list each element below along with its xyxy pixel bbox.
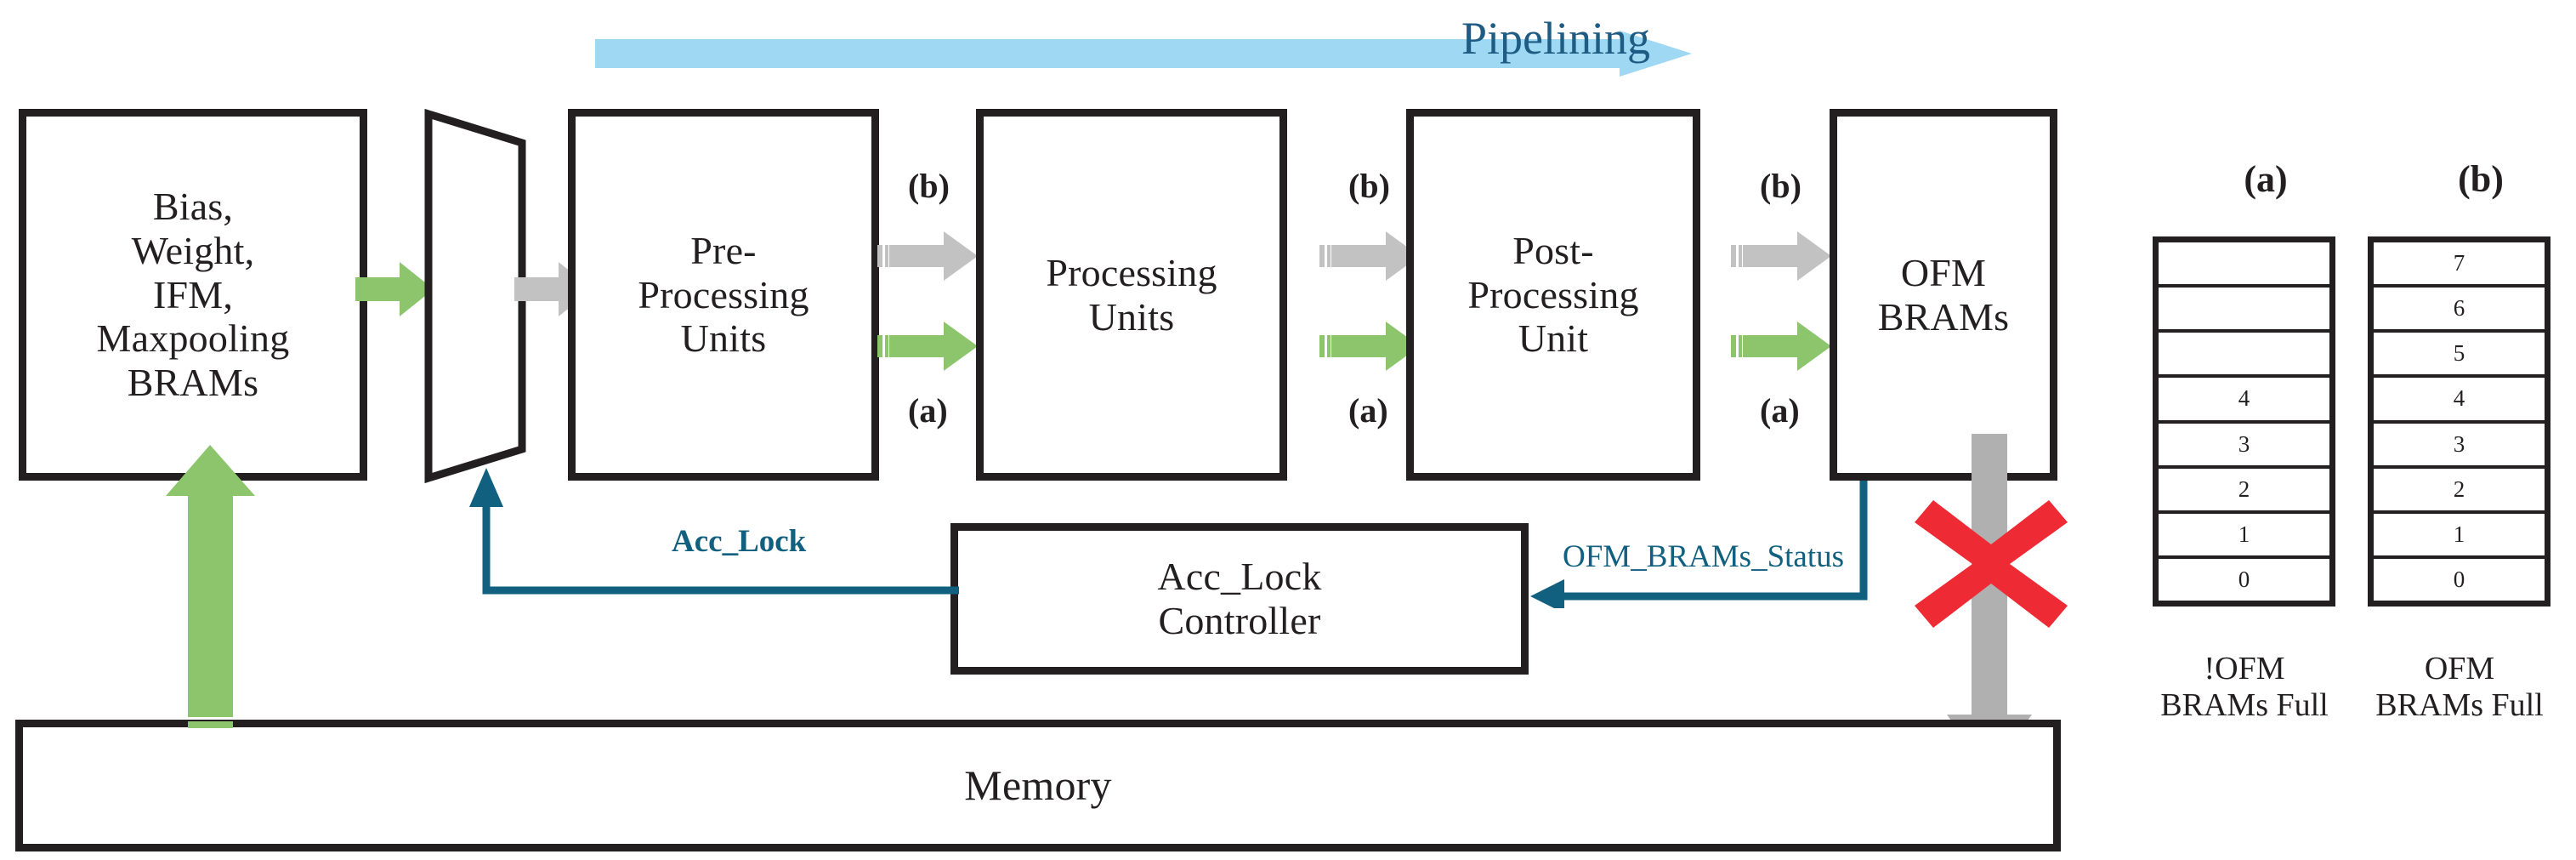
acc-lock-controller-line-1: Acc_Lock (1157, 555, 1322, 599)
table-a-caption-line-1: !OFM (2204, 651, 2285, 686)
table-a-cell-7: 0 (2238, 566, 2250, 592)
input-brams-line-5: BRAMs (127, 361, 259, 405)
input-brams-line-4: Maxpooling (96, 316, 290, 361)
ofm-brams-line-1: OFM (1900, 250, 1987, 294)
input-brams-line-3: IFM, (152, 272, 234, 316)
table-a-caption: !OFM BRAMs Full (2117, 651, 2372, 723)
signal-wire-acc-lock (466, 449, 959, 607)
block-pre-processing: Pre- Processing Units (568, 109, 879, 481)
block-acc-lock-controller-label: Acc_Lock Controller (1152, 555, 1326, 643)
block-memory: Memory (15, 720, 2061, 851)
table-a-cell-4: 3 (2159, 424, 2329, 469)
signal-label-acc-lock: Acc_Lock (672, 524, 807, 559)
processing-line-1: Processing (1046, 250, 1217, 294)
gray-arrow-proc-to-post (1319, 231, 1420, 285)
gray-arrow-ofm-to-memory (1947, 434, 2032, 778)
block-ofm-brams-label: OFM BRAMs (1873, 251, 2014, 339)
table-b-cell-4: 3 (2374, 424, 2545, 469)
green-arrow-brams-to-mux (355, 262, 434, 321)
table-a-cell-0 (2159, 242, 2329, 288)
table-a-cell-5: 2 (2159, 469, 2329, 514)
signal-wire-ofm-brams-status (1527, 481, 1870, 613)
block-input-brams: Bias, Weight, IFM, Maxpooling BRAMs (19, 109, 367, 481)
post-processing-line-2: Processing (1467, 272, 1639, 316)
tag-b-gap-3: (b) (1760, 167, 1801, 205)
block-mux (420, 107, 532, 489)
table-b-cell-0: 7 (2374, 242, 2545, 288)
table-a-cell-3: 4 (2159, 378, 2329, 424)
block-post-processing-label: Post- Processing Unit (1462, 229, 1643, 362)
block-acc-lock-controller: Acc_Lock Controller (950, 523, 1529, 675)
table-b-cell-5: 2 (2374, 469, 2545, 514)
table-b-cell-1: 6 (2374, 288, 2545, 333)
gray-arrow-pre-to-proc (877, 231, 978, 285)
input-brams-line-2: Weight, (131, 228, 255, 272)
post-processing-line-3: Unit (1518, 316, 1589, 361)
table-b-cell-7: 0 (2453, 566, 2465, 592)
block-processing: Processing Units (976, 109, 1287, 481)
block-input-brams-label: Bias, Weight, IFM, Maxpooling BRAMs (92, 185, 295, 406)
block-ofm-brams: OFM BRAMs (1830, 109, 2057, 481)
table-a-caption-line-2: BRAMs Full (2160, 686, 2329, 723)
acc-lock-controller-line-2: Controller (1158, 599, 1321, 642)
table-a-cell-2 (2159, 333, 2329, 379)
table-b: 7 6 5 4 3 2 1 0 (2368, 236, 2550, 607)
tag-b-gap-1: (b) (908, 167, 950, 205)
table-a: 4 3 2 1 0 (2153, 236, 2335, 607)
table-b-header: (b) (2458, 158, 2504, 200)
table-b-cell-6: 1 (2374, 514, 2545, 559)
green-arrow-proc-to-post (1319, 322, 1420, 375)
table-a-header: (a) (2244, 158, 2288, 200)
processing-line-2: Units (1088, 294, 1175, 339)
red-cross-icon (1915, 500, 2068, 632)
table-a-cell-1 (2159, 288, 2329, 333)
block-pre-processing-label: Pre- Processing Units (633, 229, 814, 362)
table-a-cell-6: 1 (2159, 514, 2329, 559)
pre-processing-line-2: Processing (638, 272, 809, 316)
table-b-caption: OFM BRAMs Full (2332, 651, 2576, 723)
table-b-cell-2: 5 (2374, 333, 2545, 379)
green-arrow-memory-to-brams (166, 445, 255, 732)
signal-label-ofm-brams-status: OFM_BRAMs_Status (1563, 539, 1845, 574)
tag-a-gap-1: (a) (908, 391, 948, 430)
table-b-caption-line-2: BRAMs Full (2375, 686, 2544, 723)
green-arrow-post-to-ofm (1731, 322, 1831, 375)
pipelining-label: Pipelining (1461, 13, 1650, 64)
tag-b-gap-2: (b) (1348, 167, 1390, 205)
pre-processing-line-3: Units (680, 316, 767, 361)
block-post-processing: Post- Processing Unit (1406, 109, 1700, 481)
gray-arrow-post-to-ofm (1731, 231, 1831, 285)
green-arrow-pre-to-proc (877, 322, 978, 375)
block-processing-label: Processing Units (1041, 251, 1222, 339)
tag-a-gap-3: (a) (1760, 391, 1800, 430)
ofm-brams-line-2: BRAMs (1877, 294, 2010, 339)
pre-processing-line-1: Pre- (690, 228, 757, 272)
table-b-cell-3: 4 (2374, 378, 2545, 424)
block-memory-label: Memory (964, 761, 1112, 810)
pipelining-arrow: Pipelining (595, 13, 1692, 77)
tag-a-gap-2: (a) (1348, 391, 1388, 430)
post-processing-line-1: Post- (1512, 228, 1594, 272)
input-brams-line-1: Bias, (152, 184, 234, 228)
table-b-caption-line-1: OFM (2424, 651, 2495, 686)
